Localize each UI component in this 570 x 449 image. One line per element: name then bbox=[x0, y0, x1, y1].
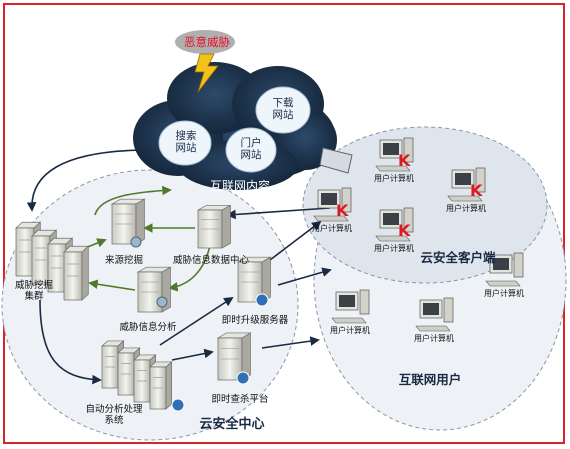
threat-info-center-label: 威胁信息数据中心 bbox=[173, 254, 250, 266]
upgrade-globe-icon bbox=[255, 293, 269, 307]
computer-label: 用户计算机 bbox=[312, 223, 352, 233]
scan-platform-label: 即时查杀平台 bbox=[211, 393, 268, 405]
arrow-cloud-to-cluster bbox=[26, 149, 151, 212]
download-site-label: 下载网站 bbox=[273, 97, 294, 121]
upgrade-server-label: 即时升级服务器 bbox=[222, 314, 289, 326]
computer-label: 用户计算机 bbox=[414, 333, 454, 343]
client-computer-1: K 用户计算机 bbox=[374, 137, 414, 183]
user-computer-1: 用户计算机 bbox=[484, 252, 524, 298]
client-k-mark: K bbox=[470, 181, 483, 200]
analysis-db-icon bbox=[156, 296, 168, 308]
client-zone-title: 云安全客户端 bbox=[420, 250, 496, 265]
internet-cloud bbox=[133, 62, 337, 190]
arrow-auto-to-scan bbox=[171, 348, 214, 361]
arrow-scan-to-users bbox=[261, 336, 320, 349]
zone-titles: 云安全客户端 互联网用户 bbox=[399, 250, 496, 387]
center-labels: 威胁挖掘集群 来源挖掘 威胁信息数据中心 威胁信息分析 即时升级服务器 即时查杀… bbox=[15, 254, 289, 432]
source-mining-server bbox=[110, 198, 146, 245]
arrow-cluster-to-auto bbox=[39, 299, 102, 385]
computer-label: 用户计算机 bbox=[374, 173, 414, 183]
arrow-auto-to-upgrade bbox=[159, 296, 234, 346]
threat-mining-cluster-label: 威胁挖掘集群 bbox=[15, 279, 53, 302]
threat-analysis-label: 威胁信息分析 bbox=[119, 321, 177, 333]
client-zone bbox=[302, 126, 548, 284]
server-group bbox=[15, 198, 272, 410]
threat-label: 恶意威胁 bbox=[184, 35, 230, 49]
threat-analysis-server bbox=[136, 266, 172, 313]
computer-label: 用户计算机 bbox=[330, 325, 370, 335]
computer-label: 用户计算机 bbox=[374, 243, 414, 253]
scan-platform-server bbox=[216, 332, 252, 381]
diagram-frame bbox=[3, 3, 565, 444]
arrow-datacenter-to-analysis bbox=[168, 244, 211, 292]
arrow-client-to-datacenter bbox=[226, 207, 331, 220]
source-db-icon bbox=[130, 236, 142, 248]
internet-users-title: 互联网用户 bbox=[399, 372, 462, 387]
client-computer-3: K 用户计算机 bbox=[312, 187, 352, 233]
arrow-upgrade-to-users bbox=[277, 267, 332, 286]
arrow-analysis-to-cluster bbox=[88, 279, 136, 291]
arrow-upgrade-to-client bbox=[269, 220, 322, 261]
user-computer-3: 用户计算机 bbox=[414, 297, 454, 343]
auto-analysis-server-4 bbox=[149, 361, 173, 410]
auto-globe-icon bbox=[171, 398, 185, 412]
threat-spark bbox=[175, 30, 235, 54]
client-computer-4: K 用户计算机 bbox=[374, 207, 414, 253]
lightning-bolt-icon bbox=[194, 53, 219, 93]
client-k-mark: K bbox=[336, 201, 349, 220]
auto-analysis-label: 自动分析处理系统 bbox=[85, 403, 143, 426]
security-center-title: 云安全中心 bbox=[199, 416, 264, 432]
scan-globe-icon bbox=[236, 371, 250, 385]
computer-label: 用户计算机 bbox=[484, 288, 524, 298]
cloud-labels: 恶意威胁 下载网站 搜索网站 门户网站 互联网内容 bbox=[176, 35, 294, 193]
client-computer-2: K 用户计算机 bbox=[446, 167, 486, 213]
cluster-server-4 bbox=[63, 245, 90, 301]
arrow-source-to-cloud bbox=[94, 185, 172, 216]
user-computer-2: 用户计算机 bbox=[330, 289, 370, 335]
gateway-funnel bbox=[319, 147, 353, 174]
internet-content-label: 互联网内容 bbox=[210, 178, 270, 193]
threat-info-server bbox=[197, 204, 231, 249]
computer-label: 用户计算机 bbox=[446, 203, 486, 213]
client-k-mark: K bbox=[398, 151, 411, 170]
search-site-label: 搜索网站 bbox=[176, 129, 197, 154]
portal-site-label: 门户网站 bbox=[241, 136, 262, 161]
client-k-mark: K bbox=[398, 221, 411, 240]
source-mining-label: 来源挖掘 bbox=[105, 254, 143, 266]
